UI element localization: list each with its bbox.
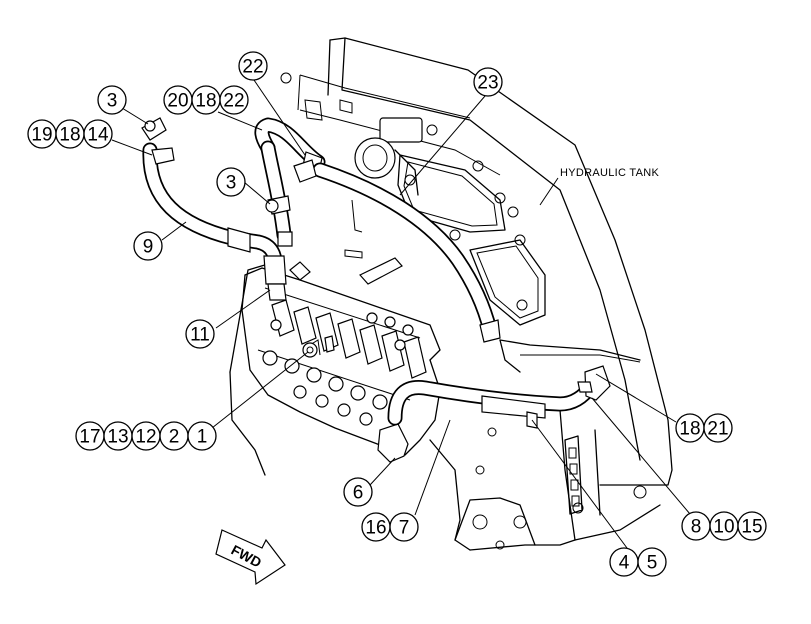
- fwd-arrow: FWD: [215, 529, 286, 586]
- callout-11: 11: [185, 319, 215, 349]
- hose-9: [142, 142, 287, 301]
- valve-spools: [262, 299, 427, 426]
- callout-number: 9: [143, 237, 154, 258]
- callout-circle: [133, 231, 163, 261]
- callout-23: 23: [473, 67, 503, 97]
- frame-mount: [229, 199, 661, 551]
- callout-number: 3: [226, 173, 237, 194]
- hardware: [141, 117, 335, 358]
- callout-circle: [97, 85, 127, 115]
- callout-9: 9: [133, 231, 163, 261]
- callout-number: 10: [713, 517, 734, 538]
- callout-3-top: 3: [97, 85, 127, 115]
- callout-number: 20: [167, 91, 188, 112]
- callout-number: 18: [679, 419, 700, 440]
- tube-8-return: [387, 365, 611, 429]
- callout-circle: [473, 67, 503, 97]
- callout-19-18-14: 19 18 14: [27, 119, 113, 149]
- callout-number: 12: [135, 427, 156, 448]
- callout-number: 3: [107, 91, 118, 112]
- callout-number: 8: [691, 517, 702, 538]
- callout-3-mid: 3: [216, 167, 246, 197]
- callout-number: 19: [31, 125, 52, 146]
- callout-number: 14: [87, 125, 109, 146]
- hose-23: [312, 162, 501, 343]
- callout-circle: [343, 477, 373, 507]
- callout-circle: [219, 85, 249, 115]
- callout-number: 5: [647, 553, 658, 574]
- callout-circle: [185, 319, 215, 349]
- callout-circle: [637, 547, 667, 577]
- hose-22: [254, 117, 326, 247]
- callout-number: 23: [477, 73, 498, 94]
- callout-16-7: 16 7: [361, 512, 419, 542]
- callout-circle: [389, 512, 419, 542]
- callout-number: 21: [707, 419, 728, 440]
- callout-circle: [187, 421, 217, 451]
- callout-circle: [703, 413, 733, 443]
- callout-20-18-22: 20 18 22: [163, 85, 249, 115]
- callout-number: 18: [59, 125, 80, 146]
- callout-circle: [737, 511, 767, 541]
- callout-8-10-15: 8 10 15: [681, 511, 767, 541]
- callout-number: 18: [195, 91, 216, 112]
- leader-lines: [111, 79, 691, 549]
- hydraulic-tank-label: HYDRAULIC TANK: [560, 167, 660, 179]
- callout-22-top: 22: [238, 51, 268, 81]
- callout-number: 16: [365, 518, 386, 539]
- callout-circle: [83, 119, 113, 149]
- callout-number: 22: [223, 91, 244, 112]
- callout-number: 4: [619, 553, 630, 574]
- callout-number: 11: [190, 325, 210, 346]
- callout-6: 6: [343, 477, 373, 507]
- callout-circle: [238, 51, 268, 81]
- callout-number: 13: [107, 427, 128, 448]
- callout-number: 7: [399, 518, 410, 539]
- hydraulic-tank: [280, 37, 673, 486]
- callout-number: 15: [741, 517, 762, 538]
- callout-circle: [216, 167, 246, 197]
- callout-number: 17: [79, 427, 100, 448]
- callout-number: 1: [197, 427, 208, 448]
- callout-number: 2: [169, 427, 180, 448]
- callout-number: 6: [353, 483, 364, 504]
- callout-number: 22: [242, 57, 263, 78]
